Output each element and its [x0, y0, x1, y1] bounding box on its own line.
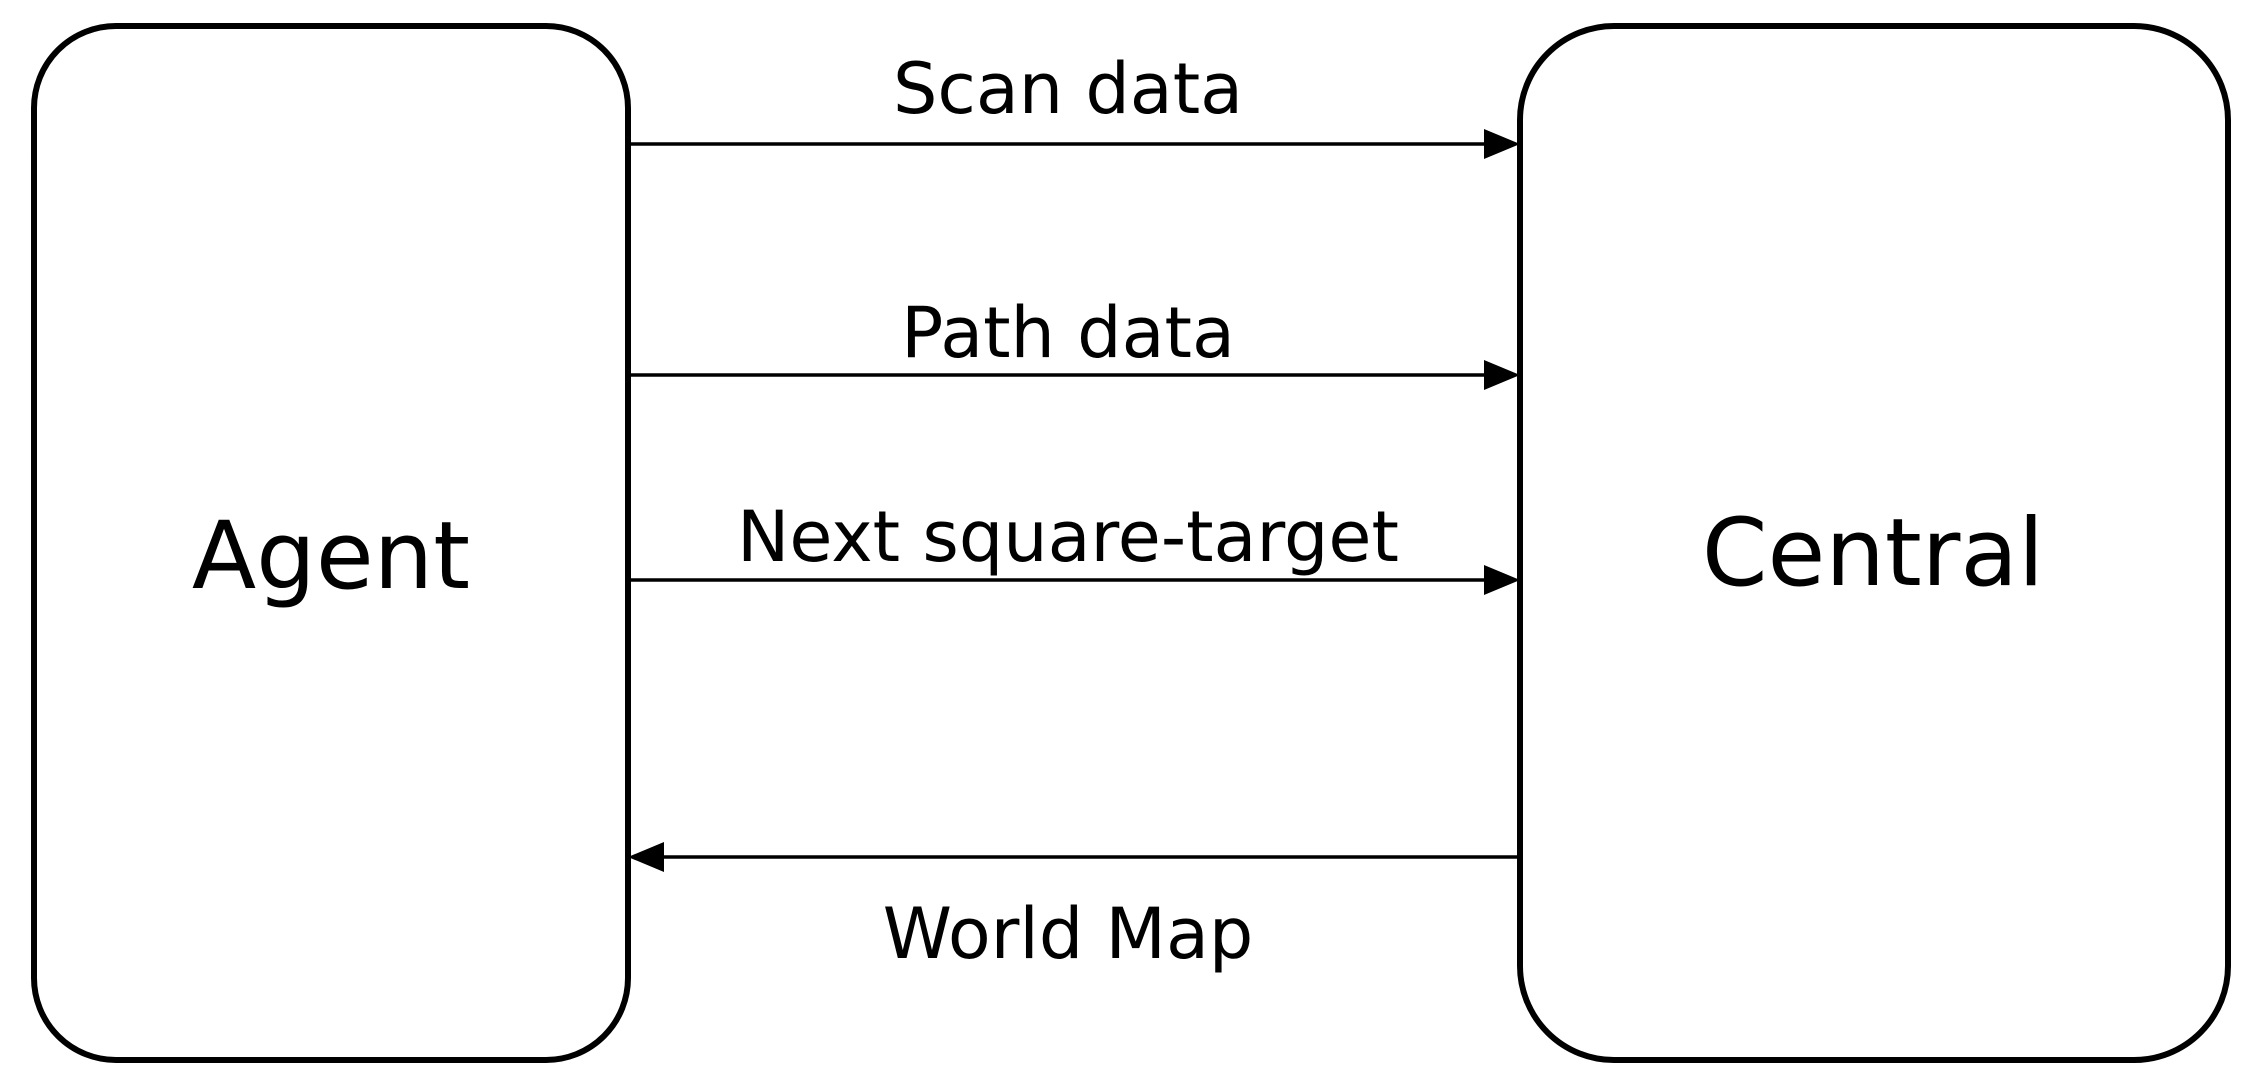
- node-central-label: Central: [1702, 499, 2044, 608]
- arrowhead-right-icon: [1484, 129, 1520, 159]
- node-central-box: [1517, 23, 2231, 1063]
- node-central: Central: [1517, 23, 2231, 1063]
- arrowhead-right-icon: [1484, 360, 1520, 390]
- edge-path-data: Path data: [628, 292, 1520, 390]
- edge-next-square-target-label: Next square-target: [737, 496, 1399, 578]
- edge-scan-data-label: Scan data: [893, 48, 1243, 130]
- arrowhead-right-icon: [1484, 565, 1520, 595]
- node-agent-label: Agent: [192, 502, 470, 611]
- node-agent-box: [31, 23, 631, 1063]
- node-agent: Agent: [31, 23, 631, 1063]
- edge-world-map-label: World Map: [883, 893, 1254, 975]
- edge-path-data-label: Path data: [901, 292, 1235, 374]
- edge-scan-data: Scan data: [628, 48, 1520, 159]
- edge-world-map: World Map: [628, 842, 1520, 975]
- edge-next-square-target: Next square-target: [628, 496, 1520, 595]
- arrowhead-left-icon: [628, 842, 664, 872]
